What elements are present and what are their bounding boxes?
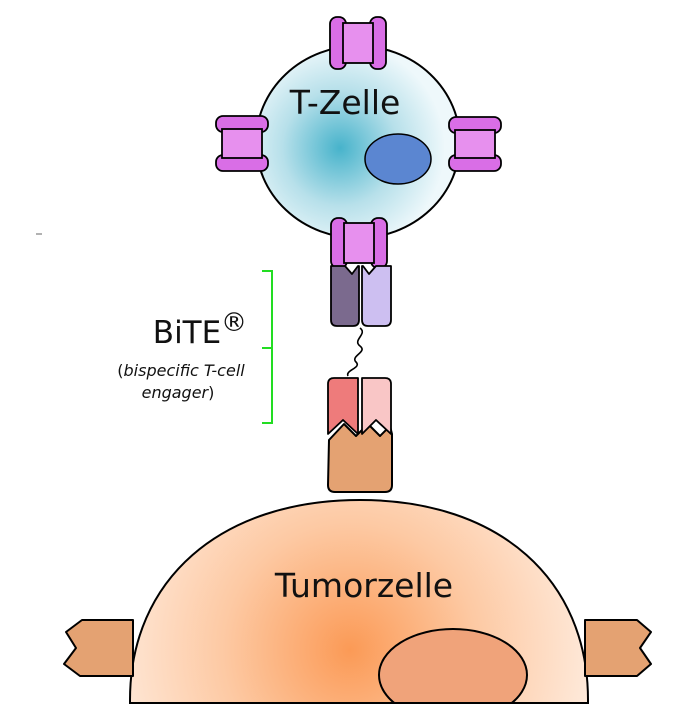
bite-tumor-domain-red xyxy=(327,377,359,435)
bite-description-line2: engager) xyxy=(142,383,215,402)
tumor-antigen-left xyxy=(63,619,134,677)
bite-cd3-domain-dark xyxy=(330,265,360,327)
tcell-receptor-left xyxy=(215,115,269,172)
t-cell xyxy=(255,45,461,239)
tumor-cell-label: Tumorzelle xyxy=(274,566,453,605)
tumor-cell xyxy=(129,498,589,704)
bite-linker xyxy=(346,327,364,377)
tcell-receptor-right xyxy=(448,116,502,172)
bite-title: BiTE xyxy=(153,315,221,351)
t-cell-body xyxy=(255,45,461,239)
tumor-nucleus xyxy=(378,628,528,704)
tumor-antigen-right xyxy=(584,619,652,677)
tumor-antigen-top xyxy=(327,423,393,493)
bite-bracket xyxy=(262,270,273,424)
t-cell-nucleus xyxy=(364,133,432,185)
bite-description-line1: (bispecific T-cell xyxy=(117,361,245,380)
bite-cd3-domain-light xyxy=(361,265,392,327)
bite-molecule xyxy=(327,265,392,435)
tcell-receptor-top xyxy=(329,16,387,70)
bite-trademark: ® xyxy=(221,308,247,338)
bite-tumor-domain-pink xyxy=(361,377,392,435)
tcell-receptor-bottom xyxy=(330,217,388,269)
t-cell-label: T-Zelle xyxy=(289,83,401,122)
